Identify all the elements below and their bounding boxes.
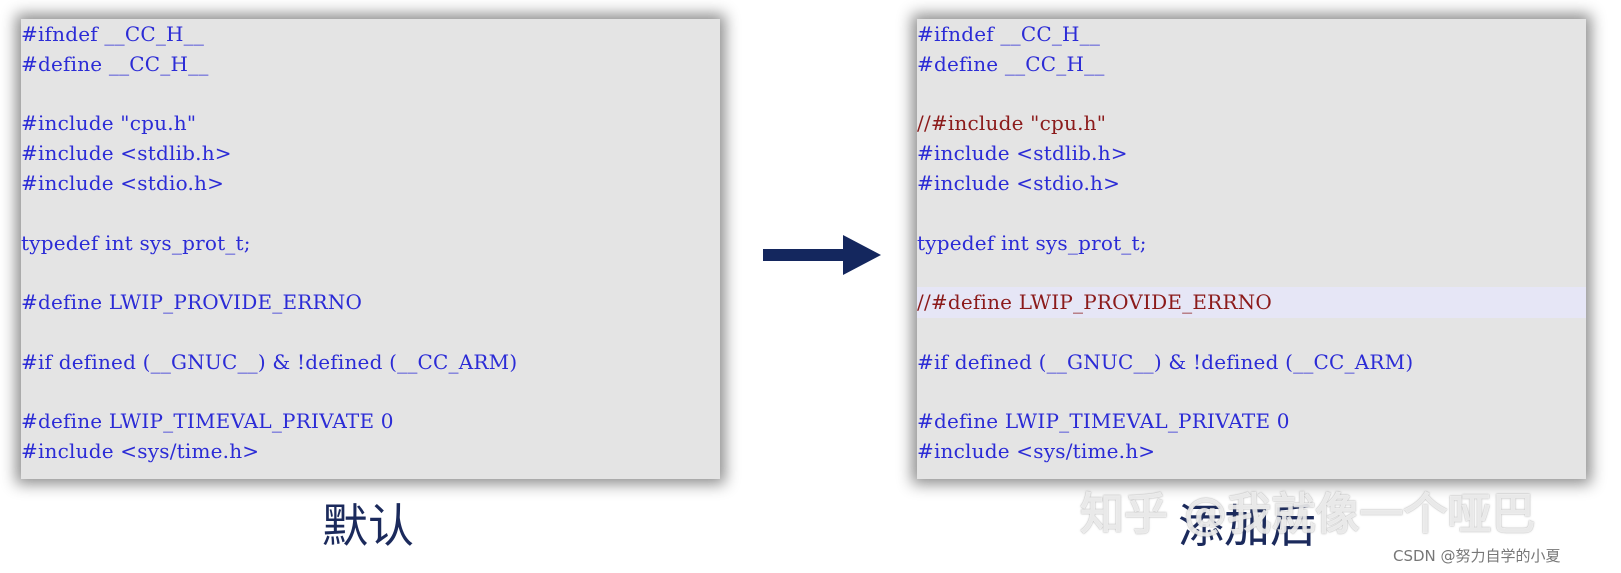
code-line: #define __CC_H__ — [21, 49, 720, 80]
code-line — [21, 79, 720, 110]
csdn-credit: CSDN @努力自学的小夏 — [1393, 547, 1561, 565]
code-line — [917, 198, 1586, 229]
code-line-text: #define LWIP_PROVIDE_ERRNO — [21, 290, 363, 315]
code-line-text: #define __CC_H__ — [21, 51, 209, 76]
code-line-text: //#define LWIP_PROVIDE_ERRNO — [917, 290, 1272, 315]
code-line-text: //#include "cpu.h" — [917, 111, 1107, 136]
code-line: #include <stdlib.h> — [21, 138, 720, 169]
code-line-text: #define __CC_H__ — [917, 51, 1105, 76]
code-line: #define LWIP_PROVIDE_ERRNO — [21, 287, 720, 318]
code-line: #define __CC_H__ — [917, 49, 1586, 80]
code-line-text: #define LWIP_TIMEVAL_PRIVATE 0 — [917, 409, 1290, 434]
code-line — [21, 198, 720, 229]
code-line — [21, 317, 720, 348]
code-line: #include <sys/time.h> — [21, 436, 720, 467]
code-line: #define LWIP_TIMEVAL_PRIVATE 0 — [917, 406, 1586, 437]
caption-after-adding: 添加后 — [1178, 499, 1316, 553]
code-line-text: typedef int sys_prot_t; — [21, 230, 251, 255]
code-line-text: #include <sys/time.h> — [917, 439, 1156, 464]
code-line-text: #ifndef __CC_H__ — [21, 22, 205, 46]
code-panel-default: #ifndef __CC_H__ #define __CC_H__ #include… — [21, 19, 720, 479]
code-line — [21, 377, 720, 408]
code-line-text: #define LWIP_TIMEVAL_PRIVATE 0 — [21, 409, 394, 434]
code-line: #include <stdio.h> — [21, 168, 720, 199]
code-line-text: #include <sys/time.h> — [21, 439, 260, 464]
code-line: //#include "cpu.h" — [917, 108, 1586, 139]
code-line-text: #if defined (__GNUC__) & !defined (__CC_… — [21, 349, 518, 374]
right-arrow-icon — [763, 235, 881, 275]
code-line: typedef int sys_prot_t; — [917, 228, 1586, 259]
code-line-text: #include <stdio.h> — [21, 171, 225, 195]
code-line: #include <stdlib.h> — [917, 138, 1586, 169]
code-line: #if defined (__GNUC__) & !defined (__CC_… — [21, 347, 720, 378]
code-line: #include "cpu.h" — [21, 108, 720, 139]
code-line: typedef int sys_prot_t; — [21, 228, 720, 259]
code-line: //#define LWIP_PROVIDE_ERRNO — [917, 287, 1586, 319]
code-panel-modified: #ifndef __CC_H__ #define __CC_H__ //#inclu… — [917, 19, 1586, 479]
code-line-text: #include <stdlib.h> — [21, 141, 232, 166]
code-line — [917, 257, 1586, 288]
code-line-text: #if defined (__GNUC__) & !defined (__CC_… — [917, 349, 1414, 374]
code-line: #if defined (__GNUC__) & !defined (__CC_… — [917, 347, 1586, 378]
code-line: #ifndef __CC_H__ — [917, 19, 1586, 50]
caption-default: 默认 — [322, 499, 414, 553]
code-line: #ifndef __CC_H__ — [21, 19, 720, 50]
code-line — [917, 79, 1586, 110]
code-line: #include <stdio.h> — [917, 168, 1586, 199]
code-line: #include <sys/time.h> — [917, 436, 1586, 467]
code-line-text: #include <stdio.h> — [917, 171, 1121, 195]
code-line-text: #include "cpu.h" — [21, 111, 197, 136]
code-line-text: typedef int sys_prot_t; — [917, 230, 1147, 255]
code-line-text: #include <stdlib.h> — [917, 141, 1128, 166]
code-line: #define LWIP_TIMEVAL_PRIVATE 0 — [21, 406, 720, 437]
code-line-text: #ifndef __CC_H__ — [917, 22, 1101, 46]
code-line — [917, 377, 1586, 408]
code-line — [917, 317, 1586, 348]
code-line — [21, 257, 720, 288]
zhihu-watermark: 知乎 @我就像一个哑巴 — [1080, 489, 1536, 540]
